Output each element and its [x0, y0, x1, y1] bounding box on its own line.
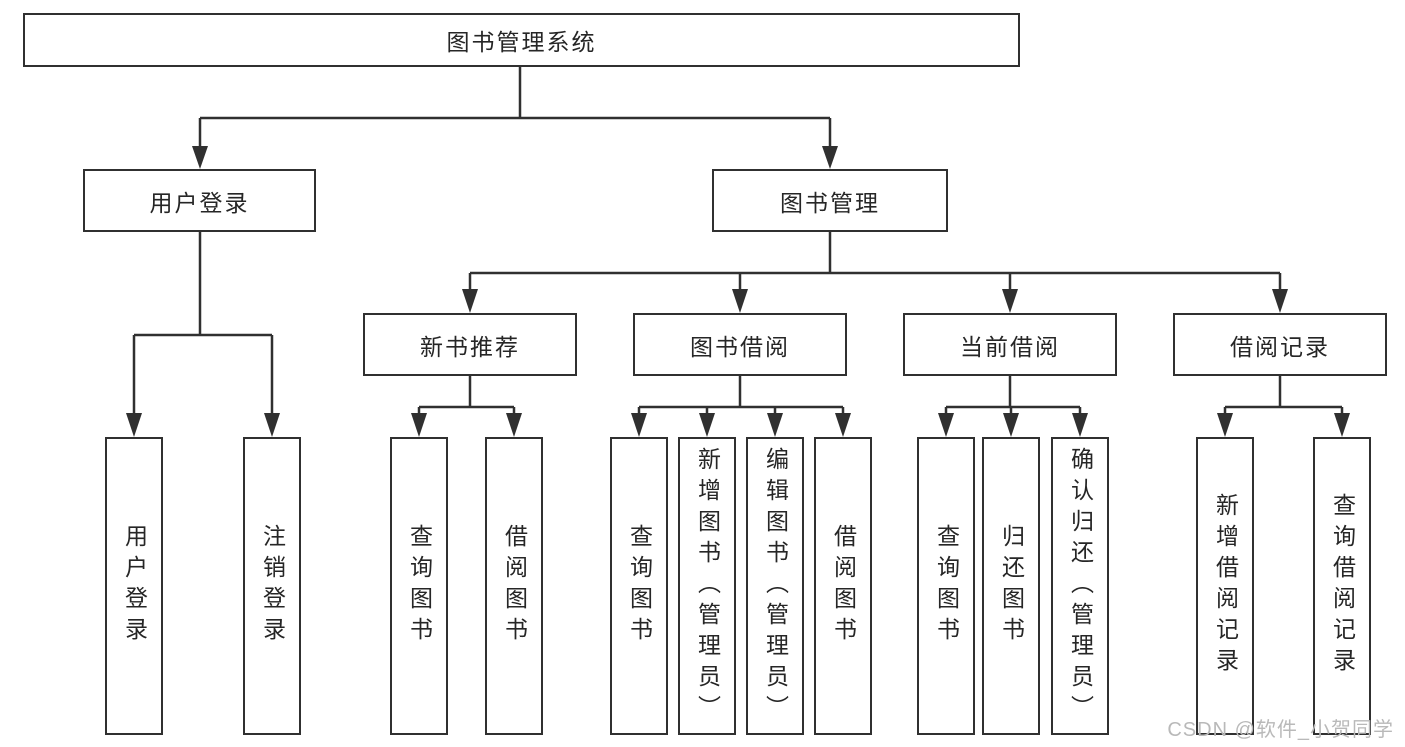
arrowhead	[631, 413, 647, 437]
leaf-add-book-admin-label: 新增图书（管理员）	[694, 446, 721, 726]
leaf-borrow-books-label: 借阅图书	[830, 524, 857, 648]
leaf-return-book-label: 归还图书	[998, 524, 1025, 648]
connector-line	[132, 67, 1344, 414]
arrowhead	[1072, 413, 1088, 437]
leaf-add-borrow-record: 新增借阅记录	[1196, 437, 1254, 735]
node-user-login: 用户登录	[83, 169, 316, 232]
arrowhead	[1334, 413, 1350, 437]
leaf-query-borrow-record: 查询借阅记录	[1313, 437, 1371, 735]
arrowhead	[822, 146, 838, 169]
leaf-query-books-borrow: 查询图书	[610, 437, 668, 735]
node-new-book-recommend: 新书推荐	[363, 313, 577, 376]
arrowhead	[192, 146, 208, 169]
leaf-confirm-return-admin: 确认归还（管理员）	[1051, 437, 1109, 735]
leaf-user-login-label: 用户登录	[121, 524, 148, 648]
leaf-query-books-recommend: 查询图书	[390, 437, 448, 735]
leaf-edit-book-admin: 编辑图书（管理员）	[746, 437, 804, 735]
node-root-label: 图书管理系统	[446, 29, 597, 55]
leaf-borrow-books-recommend: 借阅图书	[485, 437, 543, 735]
node-borrow-records-label: 借阅记录	[1230, 333, 1330, 360]
arrowhead	[699, 413, 715, 437]
leaf-borrow-books: 借阅图书	[814, 437, 872, 735]
leaf-query-books-borrow-label: 查询图书	[626, 524, 653, 648]
node-book-borrow-label: 图书借阅	[690, 333, 790, 360]
leaf-borrow-books-recommend-label: 借阅图书	[501, 524, 528, 648]
leaf-logout-label: 注销登录	[259, 524, 286, 648]
leaf-confirm-return-admin-label: 确认归还（管理员）	[1067, 446, 1094, 726]
arrowhead	[732, 289, 748, 313]
arrowhead	[506, 413, 522, 437]
node-current-borrow: 当前借阅	[903, 313, 1117, 376]
arrowhead	[462, 289, 478, 313]
arrowhead	[835, 413, 851, 437]
leaf-query-books-current-label: 查询图书	[933, 524, 960, 648]
leaf-query-borrow-record-label: 查询借阅记录	[1329, 493, 1356, 679]
arrowhead	[1003, 413, 1019, 437]
node-user-login-label: 用户登录	[149, 189, 250, 216]
node-root: 图书管理系统	[23, 13, 1020, 67]
node-new-book-recommend-label: 新书推荐	[420, 333, 520, 360]
arrowhead	[126, 413, 142, 437]
node-book-borrow: 图书借阅	[633, 313, 847, 376]
leaf-edit-book-admin-label: 编辑图书（管理员）	[762, 446, 789, 726]
leaf-add-borrow-record-label: 新增借阅记录	[1212, 493, 1239, 679]
node-borrow-records: 借阅记录	[1173, 313, 1387, 376]
node-book-management-label: 图书管理	[780, 189, 880, 216]
leaf-query-books-recommend-label: 查询图书	[406, 524, 433, 648]
csdn-watermark: CSDN @软件_小贺同学	[1167, 719, 1394, 741]
arrowhead	[938, 413, 954, 437]
arrowhead	[1217, 413, 1233, 437]
arrowhead	[1272, 289, 1288, 313]
node-current-borrow-label: 当前借阅	[960, 333, 1060, 360]
arrowhead	[767, 413, 783, 437]
leaf-query-books-current: 查询图书	[917, 437, 975, 735]
leaf-logout: 注销登录	[243, 437, 301, 735]
leaf-add-book-admin: 新增图书（管理员）	[678, 437, 736, 735]
arrowhead	[264, 413, 280, 437]
arrowhead	[1002, 289, 1018, 313]
leaf-user-login: 用户登录	[105, 437, 163, 735]
node-book-management: 图书管理	[712, 169, 948, 232]
leaf-return-book: 归还图书	[982, 437, 1040, 735]
arrowhead	[411, 413, 427, 437]
